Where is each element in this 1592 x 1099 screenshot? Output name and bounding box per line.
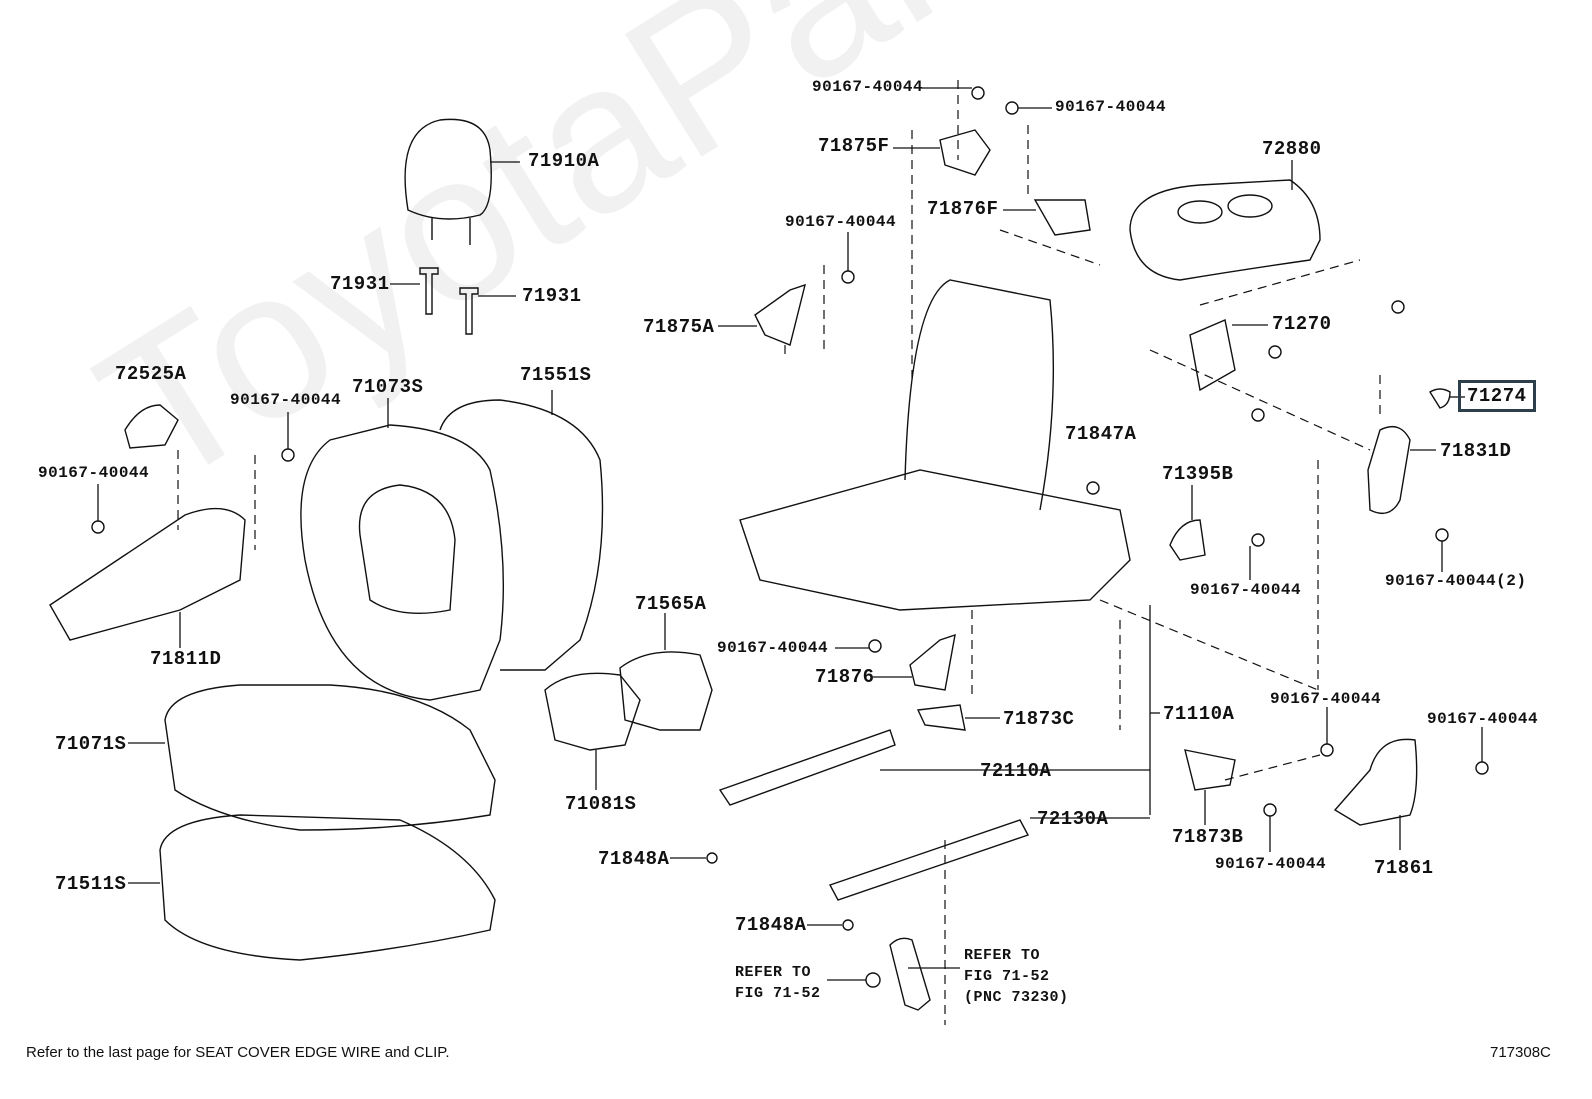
part-label-90167-40044[interactable]: 90167-40044 (38, 464, 150, 482)
cover-72525A (124, 404, 179, 449)
part-label-90167-40044[interactable]: 90167-40044 (812, 78, 924, 96)
part-label-71274-highlighted[interactable]: 71274 (1458, 380, 1536, 412)
bracket-71873C (916, 704, 966, 731)
knob-71274 (1429, 388, 1451, 409)
seatback-pad-71551S (439, 399, 604, 671)
part-label-71081S[interactable]: 71081S (565, 793, 637, 815)
bracket-71270 (1189, 319, 1236, 392)
seatback-cover-71073S (300, 424, 505, 701)
part-label-90167-40044[interactable]: 90167-40044 (1215, 855, 1327, 873)
part-label-71876[interactable]: 71876 (815, 666, 875, 688)
part-label-90167-40044[interactable]: 90167-40044 (1190, 581, 1302, 599)
bolt-icons (91, 86, 1489, 988)
part-label-72130A[interactable]: 72130A (1037, 808, 1109, 830)
part-label-71270[interactable]: 71270 (1272, 313, 1332, 335)
part-label-71931[interactable]: 71931 (522, 285, 582, 307)
part-label-90167-40044-qty2[interactable]: 90167-40044(2) (1385, 572, 1527, 590)
part-label-71848A[interactable]: 71848A (598, 848, 670, 870)
side-shield-71811D (49, 507, 246, 641)
part-label-72525A[interactable]: 72525A (115, 363, 187, 385)
part-label-71565A[interactable]: 71565A (635, 593, 707, 615)
part-label-71551S[interactable]: 71551S (520, 364, 592, 386)
armrest-72880 (1129, 179, 1321, 281)
part-label-90167-40044[interactable]: 90167-40044 (1055, 98, 1167, 116)
part-label-90167-40044[interactable]: 90167-40044 (785, 213, 897, 231)
cushion-cover-71071S (164, 684, 496, 831)
part-label-90167-40044[interactable]: 90167-40044 (1427, 710, 1539, 728)
footer-note: Refer to the last page for SEAT COVER ED… (26, 1044, 450, 1061)
part-label-71110A[interactable]: 71110A (1163, 703, 1235, 725)
part-label-90167-40044[interactable]: 90167-40044 (1270, 690, 1382, 708)
headrest-guide-left (419, 267, 439, 315)
seat-frame-71110A (739, 469, 1131, 611)
bracket-71876 (909, 633, 956, 691)
bracket-71875F (939, 129, 991, 176)
part-label-90167-40044[interactable]: 90167-40044 (717, 639, 829, 657)
bracket-71876F (1033, 199, 1091, 236)
part-label-71875F[interactable]: 71875F (818, 135, 890, 157)
bracket-71873B (1184, 749, 1236, 791)
figure-code: 717308C (1490, 1044, 1551, 1061)
part-label-71848A[interactable]: 71848A (735, 914, 807, 936)
rail-72110A (718, 729, 896, 806)
part-label-71395B[interactable]: 71395B (1162, 463, 1234, 485)
part-label-71875A[interactable]: 71875A (643, 316, 715, 338)
part-label-72880[interactable]: 72880 (1262, 138, 1322, 160)
refer-to-fig-note-1[interactable]: REFER TO FIG 71-52 (735, 964, 821, 1002)
cushion-pad-71511S (159, 814, 496, 961)
part-label-71910A[interactable]: 71910A (528, 150, 600, 172)
refer-to-fig-note-2[interactable]: REFER TO FIG 71-52 (PNC 73230) (964, 947, 1069, 1006)
part-label-72110A[interactable]: 72110A (980, 760, 1052, 782)
pad-71081S (544, 672, 641, 751)
part-label-71861[interactable]: 71861 (1374, 857, 1434, 879)
part-label-71873C[interactable]: 71873C (1003, 708, 1075, 730)
part-label-71811D[interactable]: 71811D (150, 648, 222, 670)
part-label-90167-40044[interactable]: 90167-40044 (230, 391, 342, 409)
seatbelt-buckle (889, 937, 931, 1011)
bracket-71875A (754, 283, 806, 346)
part-label-71931[interactable]: 71931 (330, 273, 390, 295)
part-label-71876F[interactable]: 71876F (927, 198, 999, 220)
part-label-71847A[interactable]: 71847A (1065, 423, 1137, 445)
cover-71861 (1333, 738, 1418, 826)
cover-71831D (1367, 426, 1411, 514)
clip-71395B (1169, 519, 1206, 561)
part-label-71511S[interactable]: 71511S (55, 873, 127, 895)
assembly-guide-lines (784, 80, 1381, 1025)
rail-72130A (828, 819, 1030, 901)
part-label-71831D[interactable]: 71831D (1440, 440, 1512, 462)
pad-71565A (619, 651, 713, 731)
headrest-71910A (404, 118, 492, 220)
headrest-guide-right (459, 287, 479, 335)
part-label-71073S[interactable]: 71073S (352, 376, 424, 398)
part-label-71873B[interactable]: 71873B (1172, 826, 1244, 848)
part-label-71071S[interactable]: 71071S (55, 733, 127, 755)
